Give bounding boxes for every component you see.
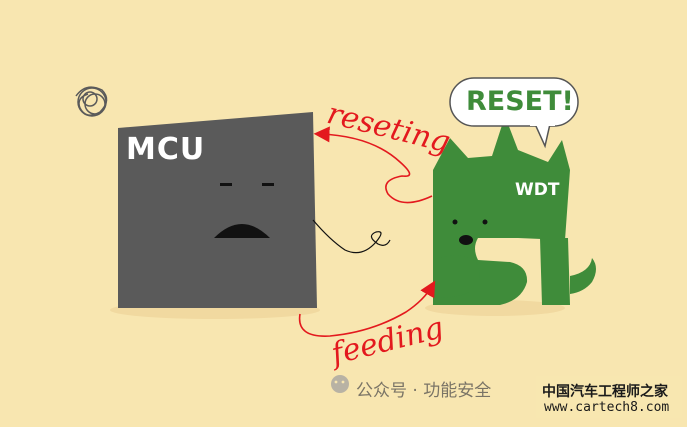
reseting-arrow [313, 126, 433, 204]
wdt-label: WDT [515, 180, 560, 200]
mcu-eye-right [262, 183, 274, 186]
watermark-channel: 公众号 · 功能安全 [356, 381, 492, 401]
mcu-mouth [214, 224, 270, 238]
wdt-lower [433, 255, 480, 298]
speech-bubble [449, 77, 579, 149]
wdt-nose [459, 235, 473, 245]
watermark-site-name: 中国汽车工程师之家 [542, 384, 668, 400]
feeding-arrow [298, 280, 436, 337]
watermark-url: www.cartech8.com [544, 400, 670, 415]
wechat-icon [331, 375, 349, 393]
scribble-icon [75, 86, 108, 117]
speech-bubble-text: RESET! [466, 86, 574, 117]
mcu-string [312, 219, 391, 254]
wdt-leg [540, 238, 570, 305]
mcu-eye-left [220, 183, 232, 186]
wdt-eye-right [482, 219, 488, 225]
watermark-bg [536, 376, 682, 418]
wdt-tail [570, 258, 596, 294]
wdt-eye-left [452, 219, 458, 225]
mcu-label: MCU [126, 132, 206, 167]
mcu-box [118, 112, 317, 308]
